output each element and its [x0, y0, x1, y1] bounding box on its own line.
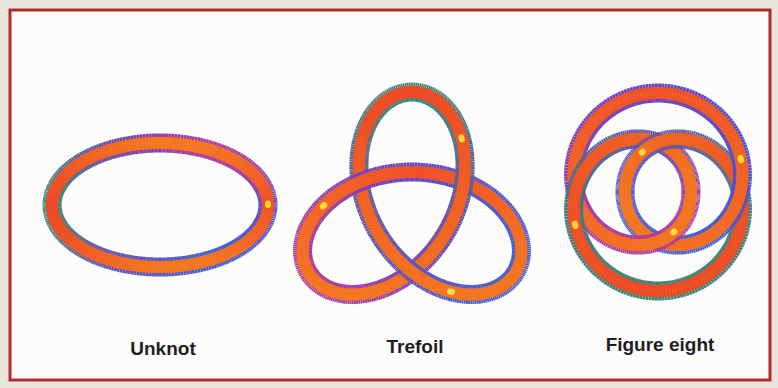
frame — [10, 10, 770, 380]
